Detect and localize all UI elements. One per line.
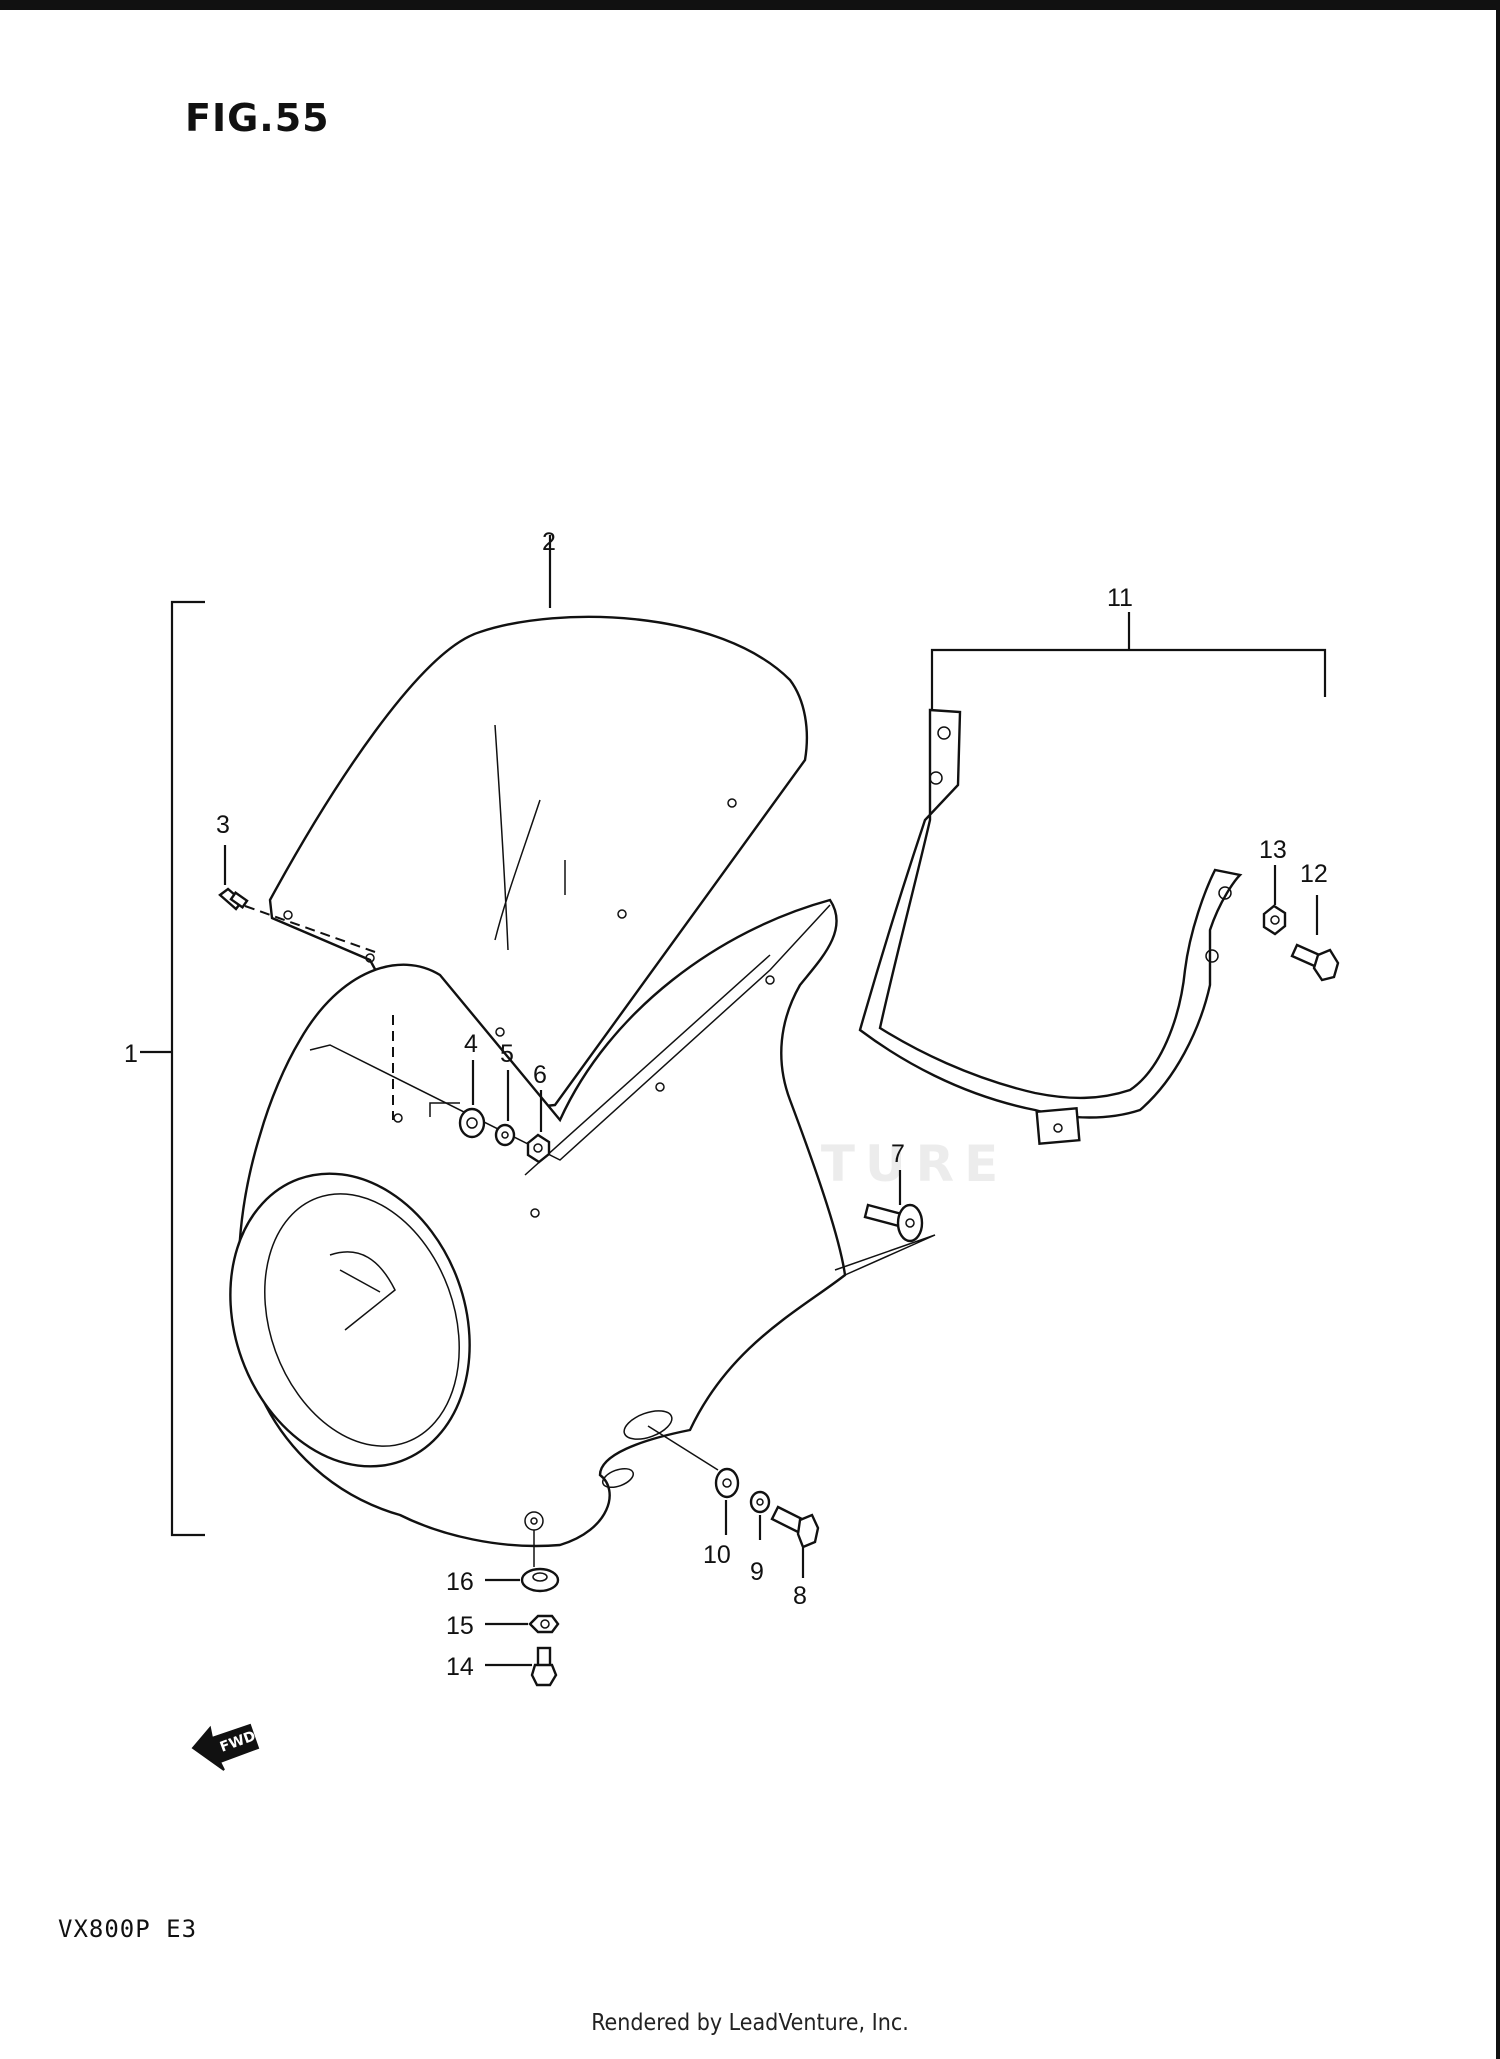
top-border [0,0,1500,10]
callout-1: 1 [124,1040,138,1068]
bolt-8 [770,1505,820,1578]
callout-15: 15 [446,1612,474,1640]
bolt-14 [485,1646,558,1687]
callout-2: 2 [542,528,556,556]
nut-15 [485,1614,560,1634]
callout-7: 7 [891,1140,905,1168]
headlight-cowling [229,898,847,1548]
callout-12: 12 [1300,860,1328,888]
callout-11: 11 [1107,584,1133,612]
washer-5 [494,1070,516,1147]
lock-washer-9 [749,1490,771,1540]
screw-3 [218,845,376,953]
callout-3: 3 [216,811,230,839]
grommet-4 [392,1015,486,1139]
callout-10: 10 [703,1541,731,1569]
callout-9: 9 [750,1558,764,1586]
callout-13: 13 [1259,836,1287,864]
model-code: VX800P E3 [58,1915,198,1943]
forward-arrow-icon: FWD [191,1723,260,1771]
washer-10 [647,1425,740,1535]
figure-title: FIG.55 [185,96,330,140]
bolt-7 [863,1170,924,1243]
cowling-bracket [834,612,1327,1276]
footer-credit: Rendered by LeadVenture, Inc. [591,2010,909,2036]
callout-6: 6 [533,1061,547,1089]
right-border [1496,0,1500,2059]
group-bracket-1 [140,600,205,1537]
callout-8: 8 [793,1582,807,1610]
bolt-12 [1290,895,1340,982]
nut-13 [1262,865,1287,936]
callout-14: 14 [446,1653,474,1681]
callout-5: 5 [500,1040,514,1068]
callout-16: 16 [446,1568,474,1596]
grommet-16 [485,1530,560,1593]
nut-6 [526,1090,551,1164]
callout-4: 4 [464,1030,478,1058]
